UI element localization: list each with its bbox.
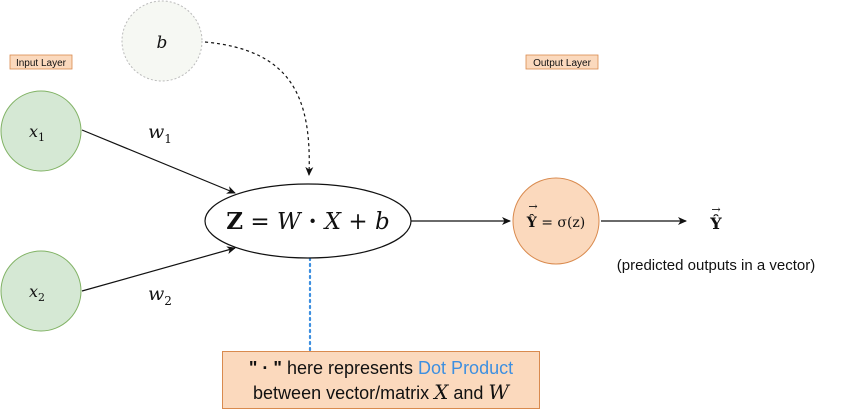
note-quote: " · " bbox=[248, 357, 282, 378]
input-node-x2: x2 bbox=[0, 250, 82, 332]
note-var-x: X bbox=[434, 379, 449, 404]
note-text-1: here represents bbox=[281, 357, 419, 378]
output-node: Ŷ = σ(z) → bbox=[512, 177, 600, 265]
edge-bias-to-sum bbox=[204, 41, 314, 176]
input-layer-text: Input Layer bbox=[16, 58, 67, 69]
note-text-2: between vector/matrix bbox=[253, 382, 435, 403]
edge-x1-to-sum bbox=[81, 129, 236, 194]
vector-arrow-glyph: → bbox=[528, 200, 537, 213]
bias-node-label: b bbox=[157, 33, 168, 53]
edge-x2-to-sum bbox=[81, 246, 236, 292]
summation-equation: Z = W · X + b bbox=[226, 208, 389, 235]
output-layer-text: Output Layer bbox=[533, 58, 591, 69]
input-node-x1-label: x1 bbox=[29, 122, 45, 144]
summation-node: Z = W · X + b bbox=[204, 183, 412, 259]
input-layer-label: Input Layer bbox=[9, 54, 73, 70]
note-line-2: between vector/matrix X and W bbox=[253, 380, 509, 405]
result-symbol: Ŷ bbox=[709, 213, 722, 233]
output-node-equation: Ŷ = σ(z) bbox=[526, 213, 586, 231]
note-highlight: Dot Product bbox=[418, 357, 514, 378]
weight-w1-label: w1 bbox=[148, 121, 172, 146]
input-node-x2-label: x2 bbox=[29, 282, 45, 304]
output-layer-label: Output Layer bbox=[525, 54, 599, 70]
input-node-x1: x1 bbox=[0, 90, 82, 172]
note-var-w: W bbox=[488, 379, 509, 404]
weight-w2-label: w2 bbox=[148, 283, 172, 308]
bias-node: b bbox=[121, 0, 203, 82]
result-vector-arrow-glyph: → bbox=[711, 203, 720, 216]
note-line-1: " · " here represents Dot Product bbox=[249, 356, 513, 380]
note-and: and bbox=[448, 382, 489, 403]
dot-product-note: " · " here represents Dot Product betwee… bbox=[222, 351, 540, 409]
output-caption: (predicted outputs in a vector) bbox=[617, 257, 815, 274]
